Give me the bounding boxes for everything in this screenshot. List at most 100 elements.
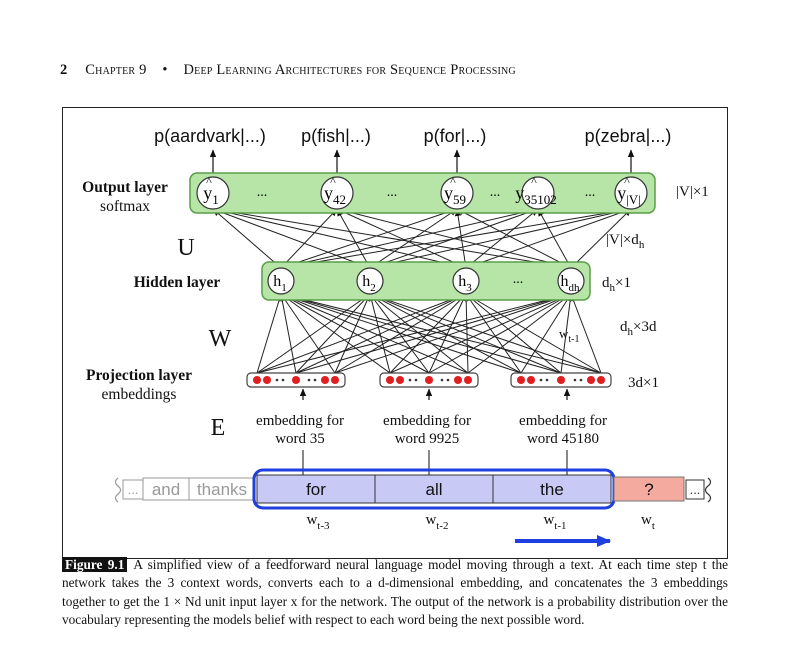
projection-to-hidden-edge bbox=[465, 293, 522, 374]
output-node-label: y1 bbox=[203, 183, 219, 207]
svg-text:^: ^ bbox=[531, 174, 537, 188]
projection-to-hidden-edge bbox=[280, 293, 522, 374]
projection-to-hidden-edge bbox=[280, 292, 562, 374]
e-matrix-label: E bbox=[211, 415, 226, 441]
hidden-to-output-edge bbox=[336, 208, 467, 269]
vertical-arrows bbox=[209, 149, 635, 475]
projection-to-hidden-edge bbox=[389, 293, 467, 374]
hidden-to-output-edge bbox=[369, 207, 632, 269]
hidden-layer-box bbox=[261, 261, 591, 301]
position-label: wt bbox=[641, 512, 655, 532]
hidden-node-3: h3 bbox=[452, 267, 480, 295]
hidden-dim-label: dh×1 bbox=[602, 275, 631, 294]
hidden-node-label: hdh bbox=[561, 273, 581, 294]
hidden-to-output-edge bbox=[280, 207, 539, 269]
hidden-to-output-edge bbox=[212, 207, 467, 269]
projection-to-hidden-edge bbox=[280, 292, 602, 374]
embedding-unit bbox=[253, 376, 261, 384]
output-node-35102: y35102^ bbox=[515, 174, 557, 210]
projection-to-hidden-edge bbox=[334, 293, 371, 374]
output-layer-label: Output layer bbox=[82, 179, 168, 196]
embedding-box-1 bbox=[246, 372, 346, 388]
projection-to-hidden-edge bbox=[389, 293, 572, 374]
hidden-ellipsis: ... bbox=[513, 272, 524, 287]
embedding-unit bbox=[557, 376, 565, 384]
projection-to-hidden-edge bbox=[467, 293, 572, 374]
output-ellipsis: ... bbox=[387, 185, 398, 200]
svg-text:^: ^ bbox=[450, 174, 456, 188]
context-token: for bbox=[306, 480, 326, 499]
hidden-to-output-edge bbox=[570, 208, 632, 269]
projection-to-hidden-edge bbox=[368, 293, 391, 374]
chapter-label: Chapter 9 bbox=[85, 62, 147, 78]
projection-to-hidden-edge bbox=[462, 293, 470, 374]
hidden-to-output-edge bbox=[336, 208, 371, 269]
embedding-unit bbox=[527, 376, 535, 384]
target-token: ? bbox=[644, 480, 653, 499]
projection-to-hidden-edge bbox=[369, 293, 562, 374]
position-label: wt-1 bbox=[543, 512, 566, 532]
projection-to-hidden-edge bbox=[295, 293, 467, 374]
output-dim-label: |V|×1 bbox=[676, 184, 709, 200]
hidden-node-2: h2 bbox=[356, 267, 384, 295]
output-node-label: y35102 bbox=[515, 183, 557, 207]
projection-to-hidden-edge bbox=[428, 293, 572, 374]
context-token: the bbox=[540, 480, 564, 499]
strip-break-right bbox=[704, 477, 712, 503]
svg-text:^: ^ bbox=[206, 174, 212, 188]
output-prob-label: p(zebra|...) bbox=[585, 126, 672, 146]
hidden-to-output-edge bbox=[280, 208, 338, 269]
hidden-node-1: h1 bbox=[267, 267, 295, 295]
projection-to-hidden-edge bbox=[465, 293, 602, 374]
projection-to-hidden-edge bbox=[570, 293, 602, 374]
hidden-node-dh: hdh bbox=[557, 267, 585, 295]
context-token: all bbox=[425, 480, 442, 499]
embedding-label-line2: word 35 bbox=[275, 431, 325, 447]
projection-to-hidden-edge bbox=[295, 292, 572, 374]
embedding-unit bbox=[386, 376, 394, 384]
hidden-to-output-edge bbox=[212, 206, 572, 269]
projection-to-hidden-edge bbox=[428, 293, 467, 374]
output-prob-label: p(fish|...) bbox=[301, 126, 371, 146]
svg-text:^: ^ bbox=[624, 174, 630, 188]
context-cells bbox=[256, 474, 612, 504]
projection-to-hidden-edge bbox=[256, 293, 467, 374]
w-dim-label: dh×3d bbox=[620, 319, 657, 338]
hidden-to-output-edge bbox=[465, 208, 632, 269]
figure-frame bbox=[62, 107, 728, 559]
position-label: wt-2 bbox=[425, 512, 448, 532]
hidden-layer-label: Hidden layer bbox=[134, 274, 221, 291]
hidden-node-label: h1 bbox=[273, 273, 287, 294]
w-matrix-label: W bbox=[209, 326, 232, 352]
target-token-cell bbox=[613, 476, 685, 502]
output-node-label: y|V| bbox=[617, 183, 641, 207]
right-ellipsis-cell bbox=[685, 479, 705, 500]
projection-to-hidden-edge bbox=[369, 293, 602, 374]
hidden-to-output-edge bbox=[212, 208, 371, 269]
projection-to-hidden-edge bbox=[280, 293, 336, 374]
embedding-label-line1: embedding for bbox=[256, 413, 344, 429]
projection-to-hidden-edge bbox=[334, 293, 572, 374]
projection-to-hidden-edge bbox=[256, 293, 371, 374]
position-label: wt-3 bbox=[306, 512, 330, 532]
output-prob-label: p(aardvark|...) bbox=[154, 126, 266, 146]
embeddings-label: embeddings bbox=[102, 386, 177, 403]
softmax-label: softmax bbox=[100, 198, 150, 215]
projection-to-hidden-edge bbox=[256, 293, 283, 374]
output-node-42: y42^ bbox=[320, 174, 354, 210]
hidden-to-output-edge bbox=[454, 208, 467, 269]
caption-text: A simplified view of a feedforward neura… bbox=[62, 557, 728, 627]
embedding-box-2 bbox=[379, 372, 479, 388]
output-ellipsis: ... bbox=[490, 185, 501, 200]
embedding-unit bbox=[425, 376, 433, 384]
embedding-label-line2: word 9925 bbox=[395, 431, 460, 447]
svg-text:^: ^ bbox=[330, 174, 336, 188]
prev-token: and bbox=[152, 480, 180, 499]
hidden-to-output-edge bbox=[537, 208, 572, 269]
hidden-to-output-edge bbox=[456, 208, 572, 269]
output-node-label: y59 bbox=[444, 183, 466, 207]
output-prob-label: p(for|...) bbox=[424, 126, 487, 146]
embedding-label-line1: embedding for bbox=[383, 413, 471, 429]
